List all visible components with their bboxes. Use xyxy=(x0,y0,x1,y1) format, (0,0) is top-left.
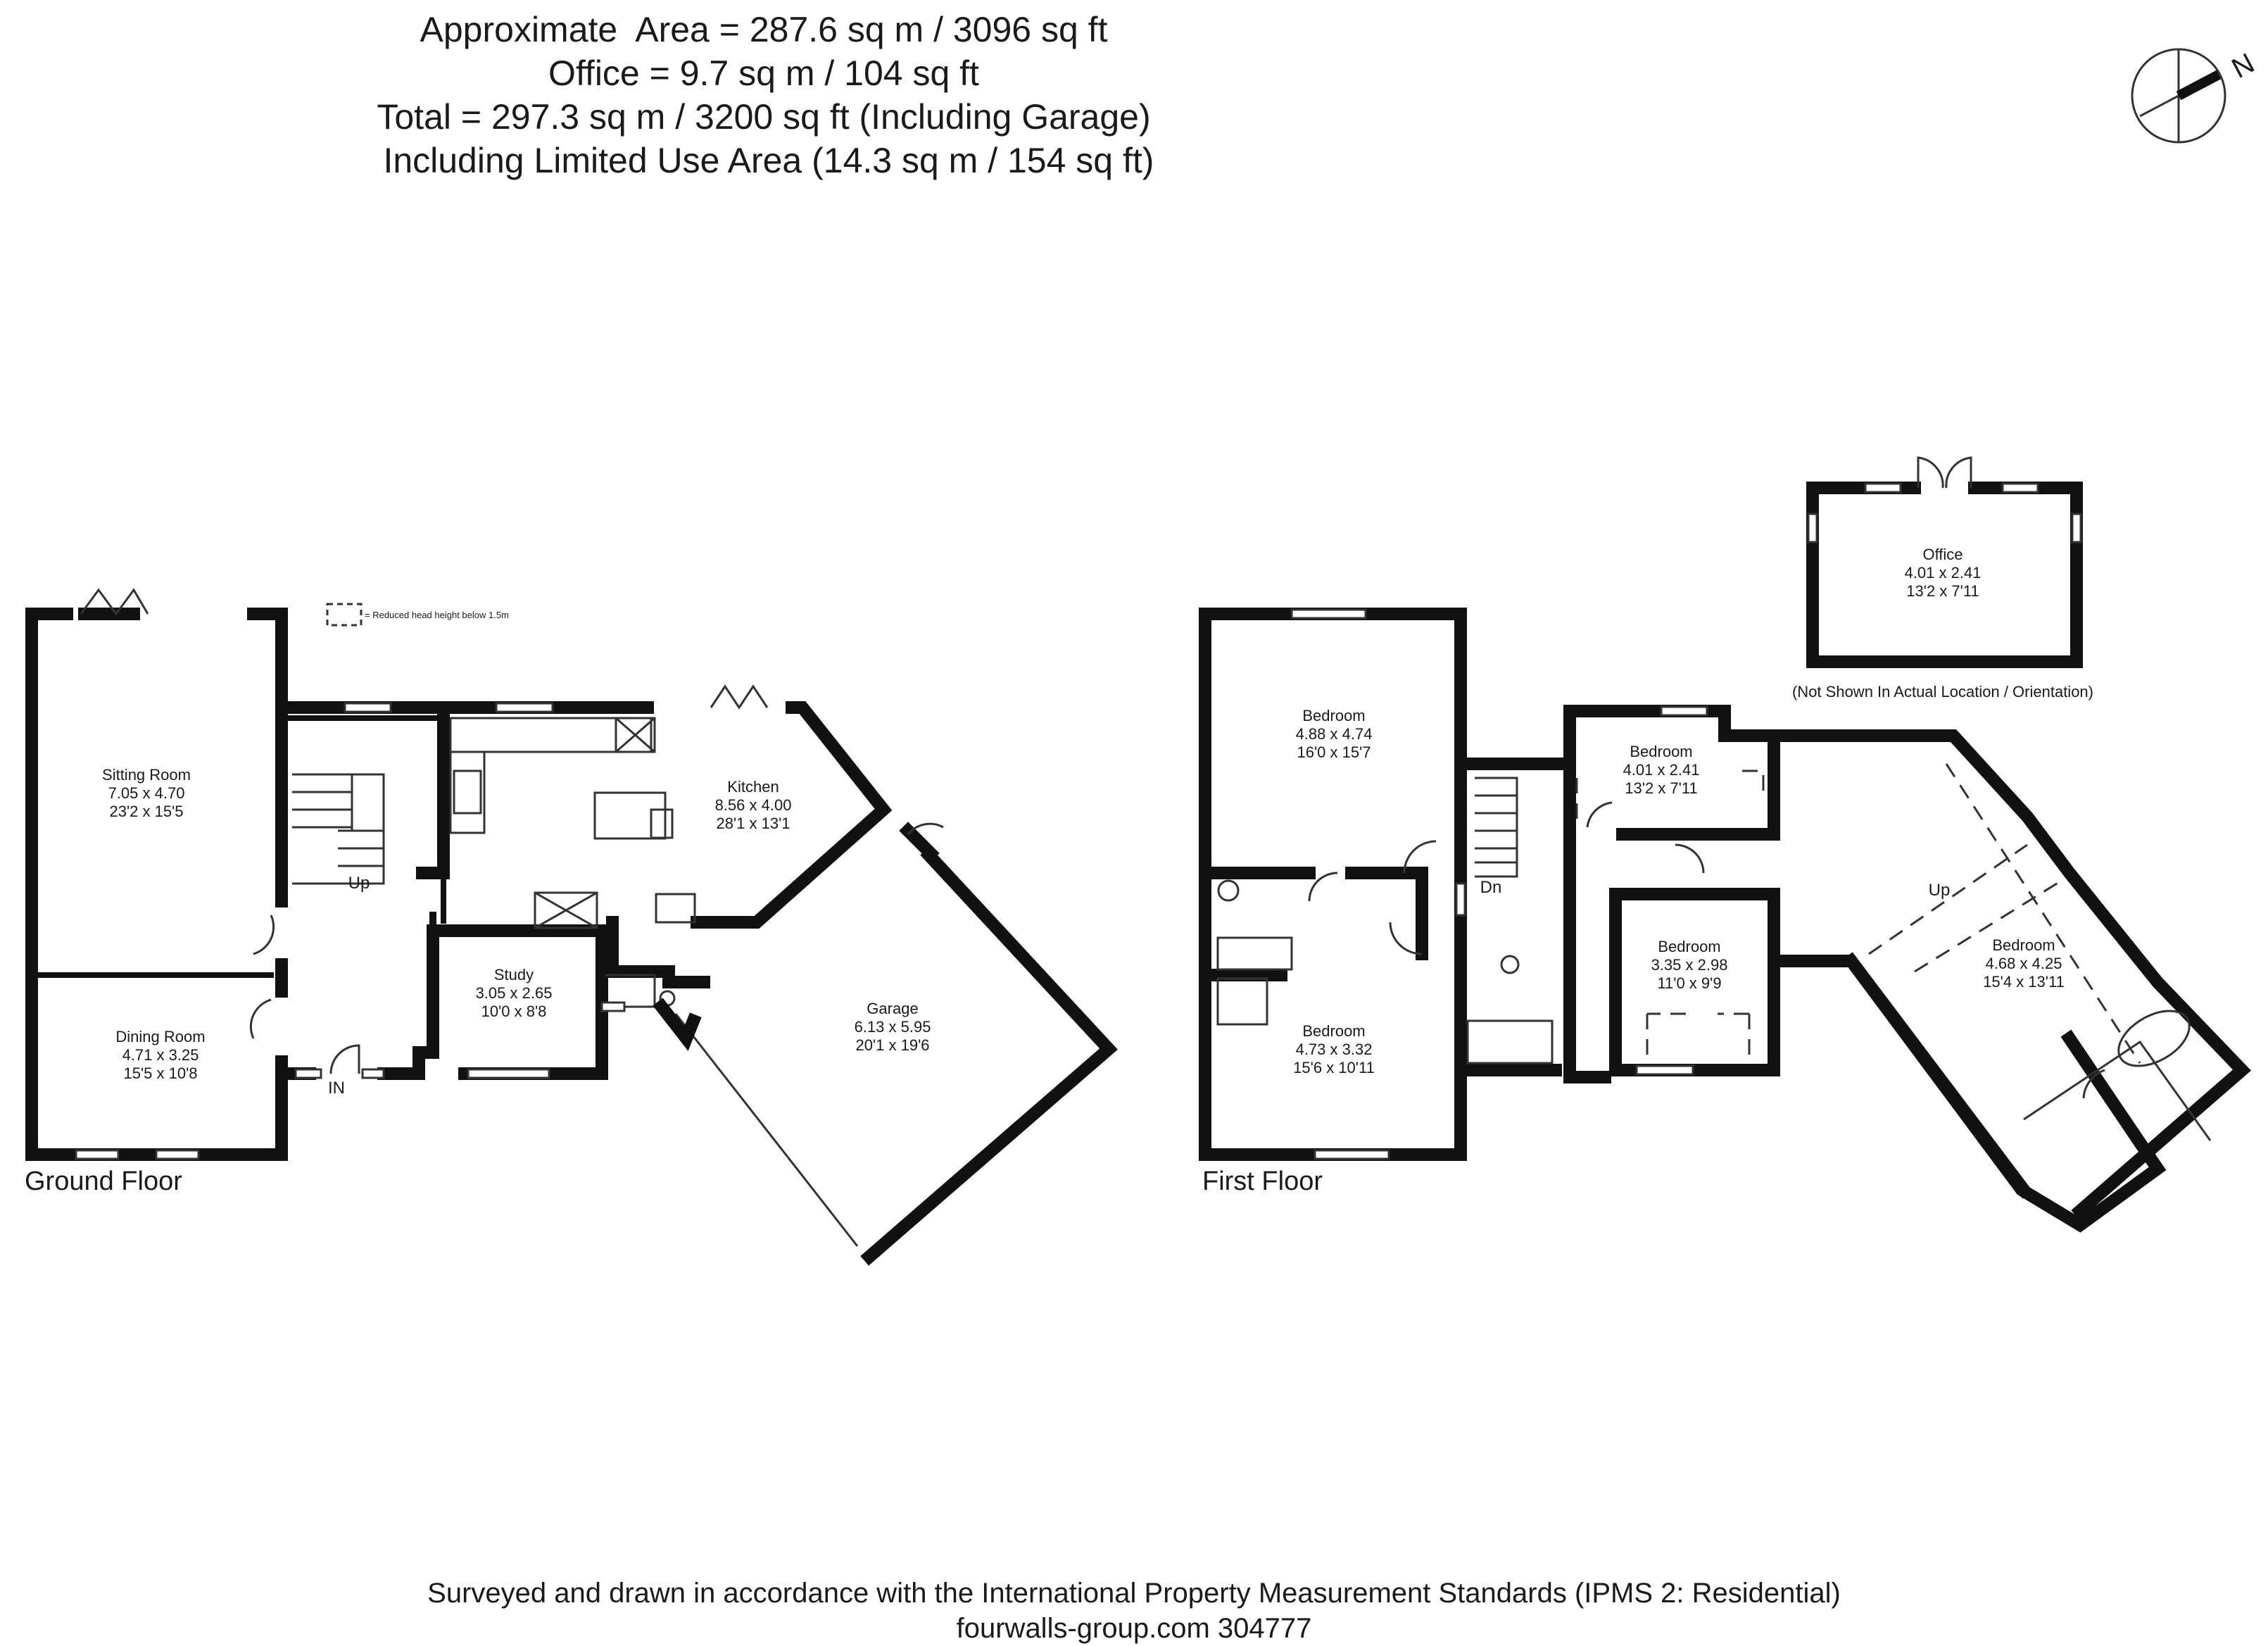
first-floor-label: First Floor xyxy=(1202,1167,1323,1196)
dining-room-name: Dining Room xyxy=(115,1028,205,1045)
ipms-statement: Surveyed and drawn in accordance with th… xyxy=(427,1578,1841,1609)
first-stairs-down-label: Dn xyxy=(1480,878,1502,897)
bedroom-2-name: Bedroom xyxy=(1630,743,1692,760)
bedroom-4-name: Bedroom xyxy=(1302,1022,1365,1040)
first-floor-plan: Bedroom 4.88 x 4.74 16'0 x 15'7 Bedroom … xyxy=(1199,608,2252,1233)
entrance-label: IN xyxy=(328,1079,345,1098)
office-metric: 4.01 x 2.41 xyxy=(1905,564,1982,582)
bedroom-5: Bedroom 4.68 x 4.25 15'4 x 13'11 xyxy=(1983,936,2065,991)
bedroom-1-name: Bedroom xyxy=(1302,707,1365,724)
kitchen-imperial: 28'1 x 13'1 xyxy=(716,815,790,832)
compass-north-label: N xyxy=(2227,48,2260,84)
dining-room-metric: 4.71 x 3.25 xyxy=(122,1046,199,1064)
bedroom-5-name: Bedroom xyxy=(1992,936,2055,954)
study-name: Study xyxy=(494,966,534,984)
study: Study 3.05 x 2.65 10'0 x 8'8 xyxy=(476,966,553,1020)
ground-stairs-up-label: Up xyxy=(348,874,370,893)
garage-imperial: 20'1 x 19'6 xyxy=(855,1036,929,1054)
legend-text: = Reduced head height below 1.5m xyxy=(365,610,509,620)
bedroom-4-imperial: 15'6 x 10'11 xyxy=(1293,1059,1375,1076)
bedroom-4: Bedroom 4.73 x 3.32 15'6 x 10'11 xyxy=(1293,1022,1375,1076)
office-area-text: Office = 9.7 sq m / 104 sq ft xyxy=(548,54,979,93)
garage-name: Garage xyxy=(867,1000,918,1017)
bedroom-2-metric: 4.01 x 2.41 xyxy=(1623,761,1700,779)
reduced-head-height-legend: = Reduced head height below 1.5m xyxy=(326,603,509,627)
bedroom-5-metric: 4.68 x 4.25 xyxy=(1986,955,2062,972)
first-stairs-up-label: Up xyxy=(1929,881,1951,900)
bedroom-1-imperial: 16'0 x 15'7 xyxy=(1297,743,1371,761)
bedroom-3-metric: 3.35 x 2.98 xyxy=(1651,956,1728,974)
sitting-room-imperial: 23'2 x 15'5 xyxy=(109,803,183,820)
reference-text: fourwalls-group.com 304777 xyxy=(956,1613,1312,1644)
garage: Garage 6.13 x 5.95 20'1 x 19'6 xyxy=(855,1000,931,1054)
ground-floor-label: Ground Floor xyxy=(25,1167,182,1196)
bedroom-2-imperial: 13'2 x 7'11 xyxy=(1625,779,1697,797)
sitting-room-metric: 7.05 x 4.70 xyxy=(108,784,185,802)
dining-room: Dining Room 4.71 x 3.25 15'5 x 10'8 xyxy=(115,1028,205,1082)
ground-floor-plan: Sitting Room 7.05 x 4.70 23'2 x 15'5 Din… xyxy=(25,588,1118,1266)
total-area-text: Total = 297.3 sq m / 3200 sq ft (Includi… xyxy=(377,97,1151,137)
bedroom-1: Bedroom 4.88 x 4.74 16'0 x 15'7 xyxy=(1296,707,1373,761)
bedroom-5-imperial: 15'4 x 13'11 xyxy=(1983,973,2065,991)
north-compass-icon: N xyxy=(2131,48,2260,144)
bedroom-3: Bedroom 3.35 x 2.98 11'0 x 9'9 xyxy=(1651,938,1728,992)
bedroom-3-name: Bedroom xyxy=(1658,938,1720,955)
dining-room-imperial: 15'5 x 10'8 xyxy=(123,1064,197,1082)
bedroom-1-metric: 4.88 x 4.74 xyxy=(1296,725,1373,743)
kitchen-metric: 8.56 x 4.00 xyxy=(715,796,792,814)
study-imperial: 10'0 x 8'8 xyxy=(481,1003,547,1020)
bedroom-4-metric: 4.73 x 3.32 xyxy=(1296,1041,1373,1058)
approximate-area-text: Approximate Area = 287.6 sq m / 3096 sq … xyxy=(420,10,1108,49)
sitting-room-name: Sitting Room xyxy=(102,766,191,784)
kitchen: Kitchen 8.56 x 4.00 28'1 x 13'1 xyxy=(715,778,792,832)
limited-use-area-text: Including Limited Use Area (14.3 sq m / … xyxy=(373,141,1154,180)
office-plan: Office 4.01 x 2.41 13'2 x 7'11 (Not Show… xyxy=(1792,456,2093,701)
office-name: Office xyxy=(1922,546,1963,563)
bedroom-3-imperial: 11'0 x 9'9 xyxy=(1657,974,1721,992)
garage-metric: 6.13 x 5.95 xyxy=(855,1018,931,1036)
study-metric: 3.05 x 2.65 xyxy=(476,984,553,1002)
bedroom-2: Bedroom 4.01 x 2.41 13'2 x 7'11 xyxy=(1623,743,1700,797)
sitting-room: Sitting Room 7.05 x 4.70 23'2 x 15'5 xyxy=(102,766,191,820)
office-imperial: 13'2 x 7'11 xyxy=(1906,582,1979,600)
kitchen-name: Kitchen xyxy=(727,778,779,796)
office-location-note: (Not Shown In Actual Location / Orientat… xyxy=(1792,683,2093,701)
